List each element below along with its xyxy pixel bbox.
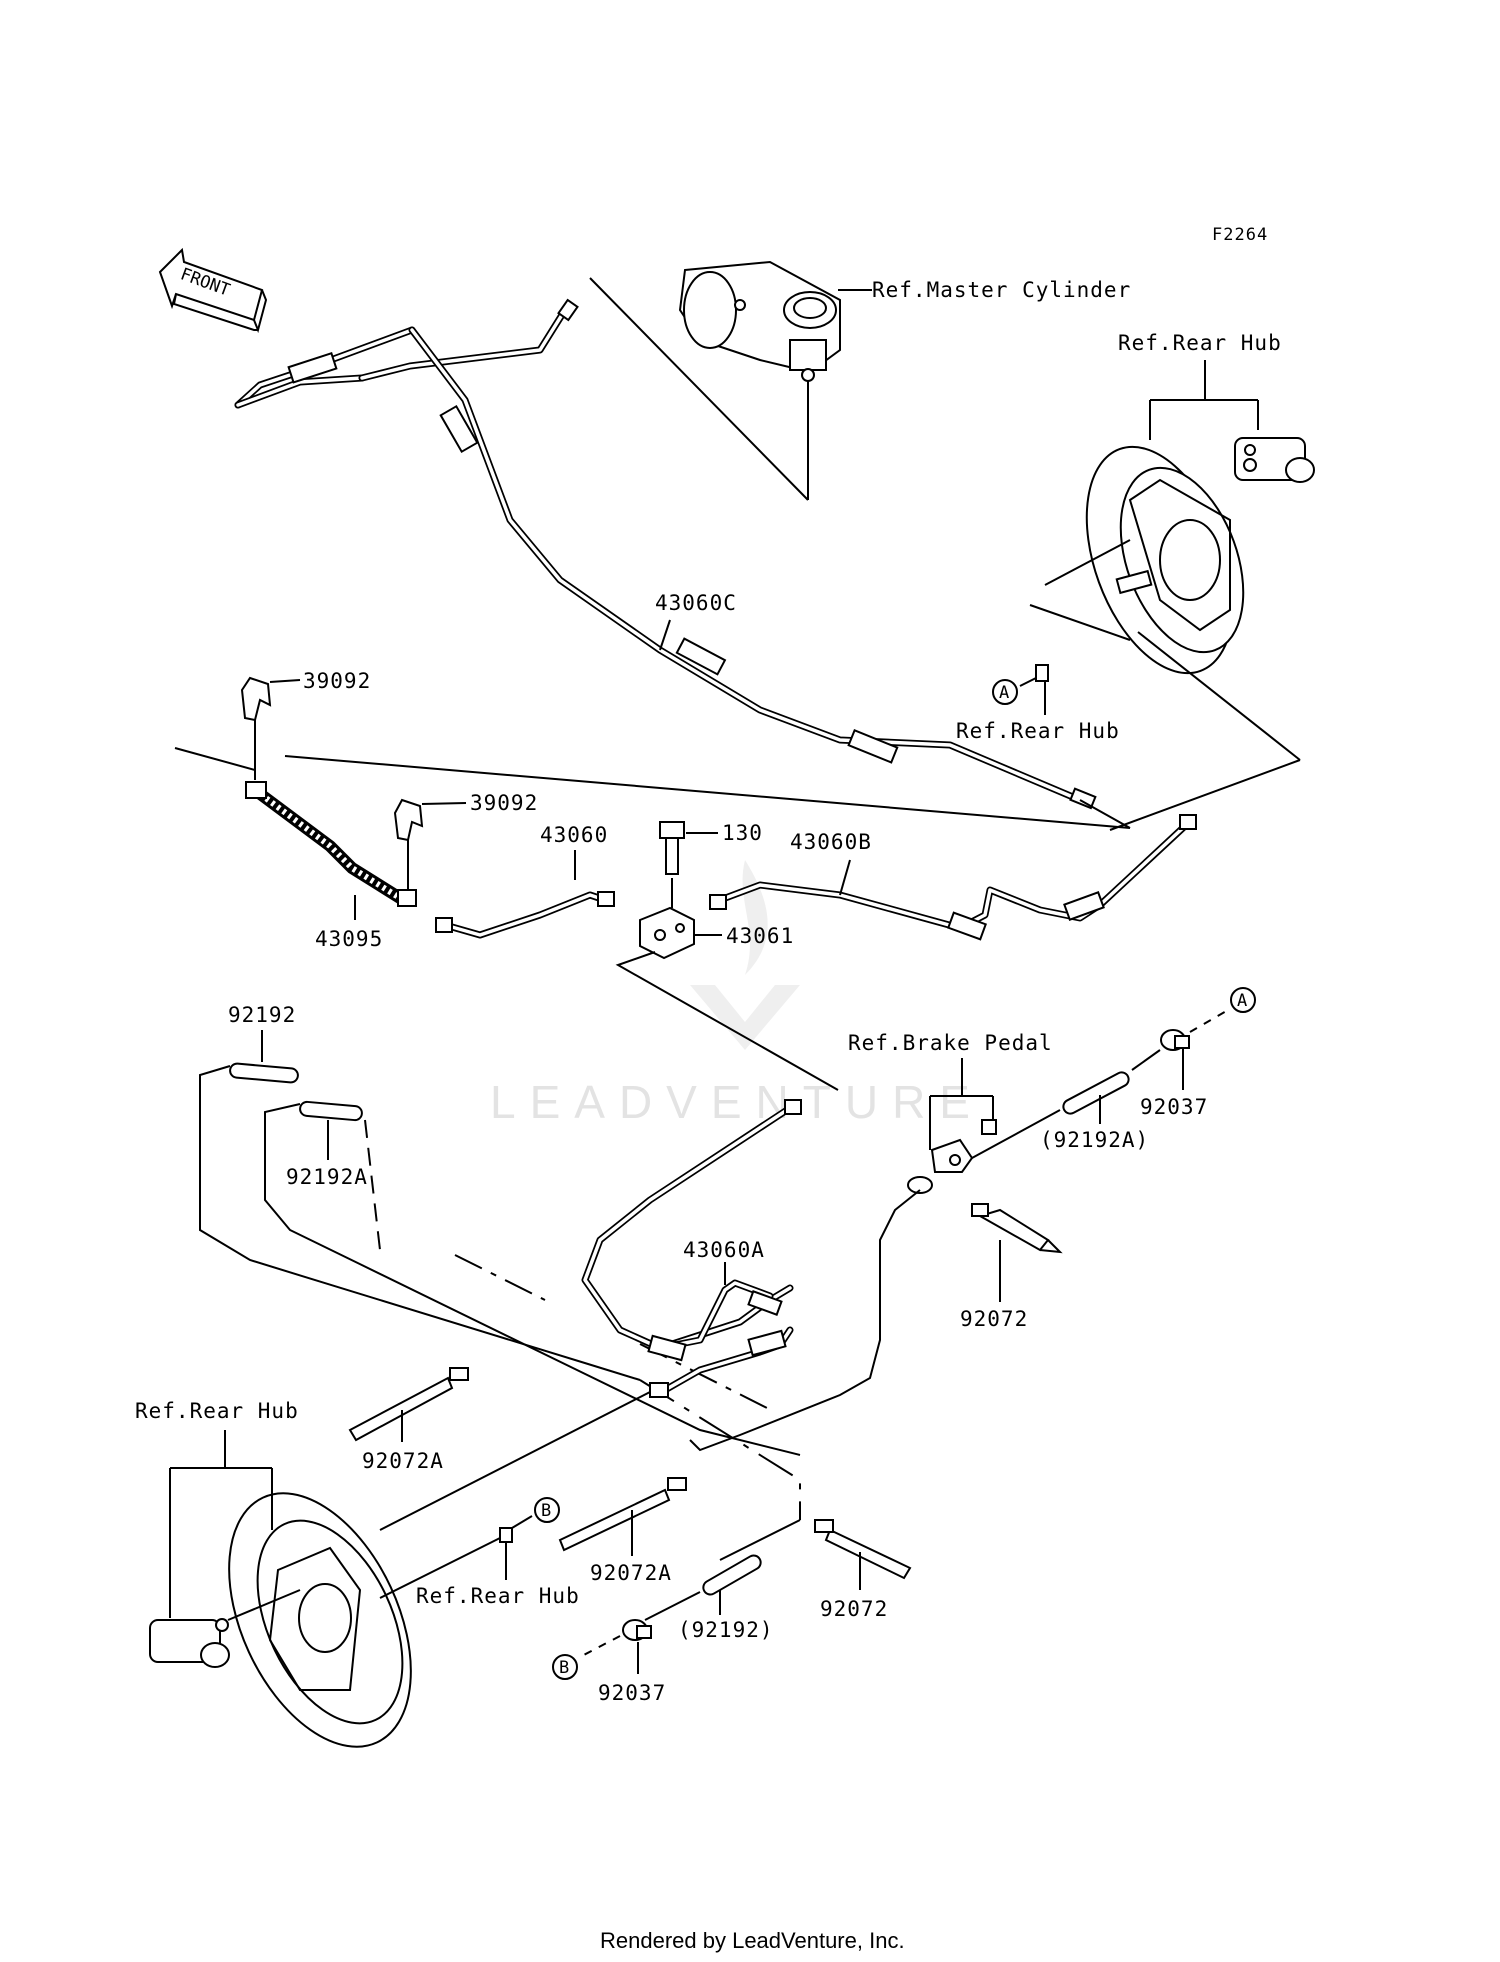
watermark: LEADVENTURE: [490, 860, 984, 1128]
watermark-text: LEADVENTURE: [490, 1076, 984, 1128]
part-43061-label: 43061: [726, 924, 794, 948]
sleeve-92192a-paren-icon: [1062, 1071, 1130, 1115]
part-92192a-label: 92192A: [286, 1165, 368, 1189]
callout-a-bottom-label: A: [1237, 991, 1248, 1011]
callout-a-bottom: [1230, 987, 1256, 1013]
sleeve-92192a-icon: [299, 1100, 363, 1122]
clip-39092-top-icon: [240, 676, 272, 722]
brake-pedal-bracket-icon: [907, 1119, 997, 1194]
part-92072-top-label: 92072: [960, 1307, 1028, 1331]
cable-tie-92072a-bottom-icon: [558, 1477, 687, 1552]
part-39092-top-label: 39092: [303, 669, 371, 693]
footer-credit: Rendered by LeadVenture, Inc.: [600, 1928, 905, 1953]
part-43060c-label: 43060C: [655, 591, 737, 615]
part-92192a-paren-label: (92192A): [1040, 1128, 1149, 1152]
part-43060a-label: 43060A: [683, 1238, 765, 1262]
diagram-code: F2264: [1212, 225, 1268, 245]
master-cylinder-icon: [678, 260, 841, 382]
part-92192-label: 92192: [228, 1003, 296, 1027]
clip-39092-mid-icon: [393, 798, 424, 842]
part-43060b-label: 43060B: [790, 830, 872, 854]
cable-tie-92072a-left-icon: [348, 1367, 469, 1442]
callout-a-top: [992, 679, 1018, 705]
rear-hub-bottom-icon: [149, 1492, 412, 1748]
part-43060-label: 43060: [540, 823, 608, 847]
ref-rear-hub-bottom-label: Ref.Rear Hub: [416, 1584, 580, 1608]
ref-rear-hub-bottom-left-label: Ref.Rear Hub: [135, 1399, 299, 1423]
bolt-130-icon: [659, 821, 685, 875]
ref-brake-pedal-label: Ref.Brake Pedal: [848, 1031, 1053, 1055]
part-39092-mid-label: 39092: [470, 791, 538, 815]
part-92192-paren-label: (92192): [678, 1618, 774, 1642]
clamp-92037-top-icon: [1160, 1029, 1190, 1051]
clamp-92037-bottom-icon: [622, 1619, 652, 1641]
callout-b-bottom: [552, 1654, 578, 1680]
front-arrow-icon: FRONT: [158, 247, 268, 334]
cable-tie-92072-bottom-icon: [814, 1519, 912, 1580]
cable-tie-92072-top-icon: [971, 1203, 1063, 1254]
part-130-label: 130: [722, 821, 763, 845]
rear-hub-top-icon: [1085, 437, 1315, 675]
ref-rear-hub-top-label: Ref.Rear Hub: [1118, 331, 1282, 355]
callout-a-top-label: A: [999, 683, 1010, 703]
sleeve-92192-paren-icon: [702, 1554, 762, 1596]
part-43095-label: 43095: [315, 927, 383, 951]
callout-b-top-label: B: [541, 1501, 552, 1521]
callout-b-top: [534, 1497, 560, 1523]
part-92072a-bottom-label: 92072A: [590, 1561, 672, 1585]
part-92037-top-label: 92037: [1140, 1095, 1208, 1119]
part-92072a-left-label: 92072A: [362, 1449, 444, 1473]
callout-b-bottom-label: B: [559, 1658, 570, 1678]
ref-master-cylinder-label: Ref.Master Cylinder: [872, 278, 1131, 302]
part-92072-bottom-label: 92072: [820, 1597, 888, 1621]
part-92037-bottom-label: 92037: [598, 1681, 666, 1705]
sleeve-92192-icon: [229, 1062, 299, 1084]
ref-rear-hub-mid-label: Ref.Rear Hub: [956, 719, 1120, 743]
junction-43061-icon: [639, 906, 695, 960]
